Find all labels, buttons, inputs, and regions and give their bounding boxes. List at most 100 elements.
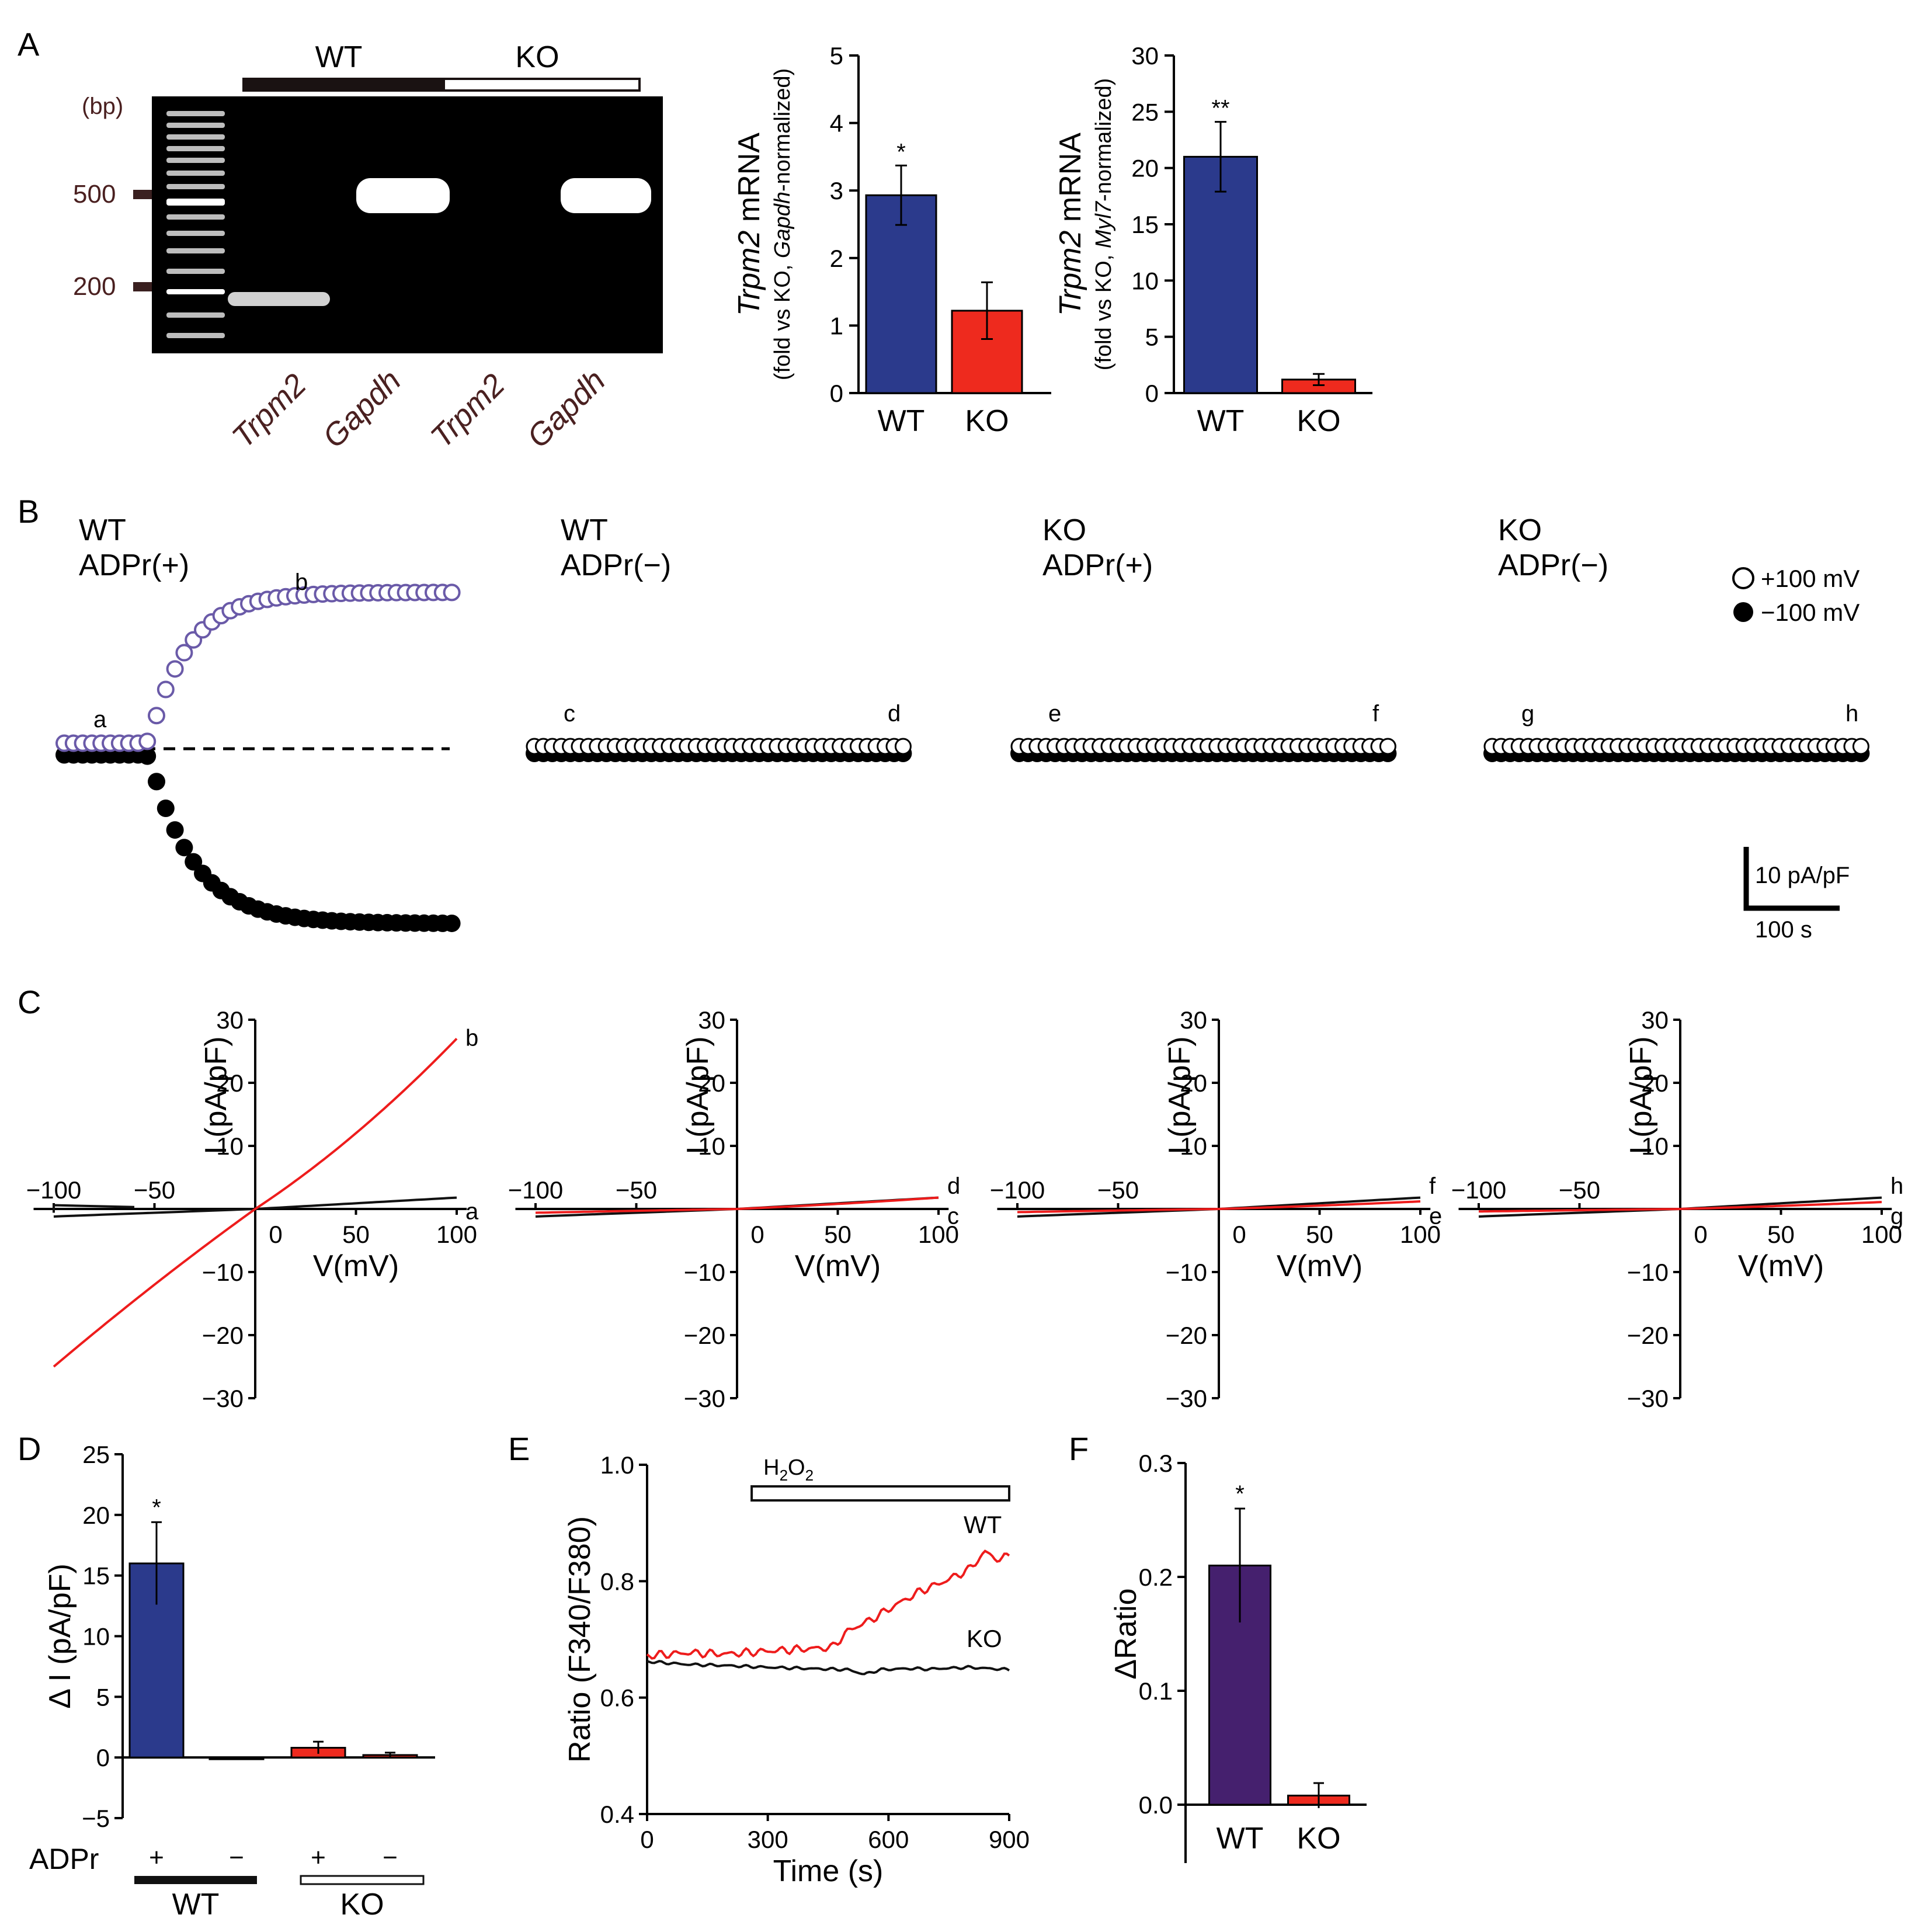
- category-label: WT: [1217, 1822, 1264, 1855]
- significance-mark: *: [152, 1495, 161, 1520]
- y-axis-label: I (pA/pF): [1163, 1036, 1197, 1154]
- x-axis-label: Time (s): [773, 1854, 884, 1888]
- x-tick-label: 900: [989, 1826, 1030, 1853]
- y-tick-label: 20: [1180, 1069, 1207, 1097]
- y-tick-label: 20: [216, 1069, 244, 1097]
- y-tick-label: −20: [1166, 1322, 1207, 1349]
- filled-marker: [166, 821, 184, 839]
- x-tick-label: 600: [868, 1826, 909, 1853]
- legend-open-marker: [1732, 567, 1754, 589]
- adpr-row-label: ADPr: [29, 1843, 99, 1875]
- trace-start-label: c: [564, 701, 575, 727]
- y-label-gene: Trpm2: [1054, 231, 1087, 316]
- h2o2-bar: [750, 1485, 1010, 1502]
- open-marker: [148, 707, 165, 725]
- gel-marker-200: 200: [73, 272, 116, 301]
- y-tick-label: 10: [216, 1132, 244, 1160]
- y-tick-label: 30: [698, 1006, 725, 1034]
- y-tick-label: −20: [684, 1322, 725, 1349]
- x-tick-label: 0: [640, 1826, 654, 1853]
- y-tick-label: 0.1: [1139, 1677, 1173, 1705]
- y-label-main: mRNA: [1054, 133, 1087, 231]
- scale-bar-y-label: 10 pA/pF: [1755, 863, 1850, 888]
- group-label-ko: KO: [340, 1888, 384, 1921]
- x-tick-label: −100: [26, 1176, 82, 1204]
- panel-label-b: B: [18, 493, 39, 530]
- y-tick-label: −30: [202, 1385, 244, 1412]
- trace-start-label: g: [1521, 701, 1534, 727]
- gel-lane-label: Trpm2: [225, 367, 313, 455]
- scale-bar-x-label: 100 s: [1755, 917, 1812, 943]
- iv-trace-activated: [1017, 1200, 1421, 1214]
- b-cond4-line2: ADPr(−): [1498, 548, 1608, 582]
- ladder-band: [166, 312, 225, 318]
- y-tick-label: 1: [830, 312, 843, 339]
- ladder-band: [166, 214, 225, 220]
- trace-label-a: a: [93, 707, 107, 732]
- y-sublabel-post: -normalized): [770, 68, 795, 192]
- y-tick-label: 0.0: [1139, 1791, 1173, 1819]
- x-tick-label: 50: [824, 1221, 851, 1248]
- y-tick-label: 25: [82, 1441, 110, 1468]
- iv-label-red: b: [465, 1025, 478, 1051]
- x-tick-label: 100: [918, 1221, 959, 1248]
- ladder-band: [166, 134, 225, 140]
- filled-marker: [175, 839, 193, 857]
- x-axis-label: V(mV): [1277, 1249, 1363, 1283]
- ladder-band: [166, 184, 225, 189]
- y-tick-label: 5: [96, 1683, 110, 1711]
- significance-mark: *: [896, 139, 906, 165]
- open-marker: [443, 583, 461, 602]
- x-tick-label: 100: [1400, 1221, 1441, 1248]
- significance-mark: **: [1211, 96, 1229, 121]
- y-tick-label: 20: [1131, 155, 1159, 182]
- panel-label-d: D: [18, 1430, 41, 1467]
- gel-band-gapdh-ko: [561, 178, 651, 213]
- x-tick-label: −100: [1451, 1176, 1507, 1204]
- ko-group-bar: [300, 1875, 425, 1885]
- y-tick-label: −30: [1627, 1385, 1669, 1412]
- ladder-band: [166, 171, 225, 176]
- y-tick-label: −20: [202, 1322, 244, 1349]
- category-label: WT: [1197, 404, 1245, 438]
- filled-marker: [148, 773, 165, 791]
- filled-marker: [138, 747, 157, 765]
- y-tick-label: 0: [96, 1744, 110, 1771]
- adpr-sign: −: [383, 1843, 398, 1872]
- y-tick-label: 20: [698, 1069, 725, 1097]
- iv-label-red: d: [947, 1173, 960, 1199]
- trace-wt: [646, 1549, 1010, 1660]
- x-tick-label: −50: [134, 1176, 175, 1204]
- x-axis-label: V(mV): [313, 1249, 399, 1283]
- bar: [1183, 155, 1258, 394]
- y-tick-label: 30: [1131, 42, 1159, 70]
- ladder-band: [166, 158, 225, 163]
- trace-end-label: d: [888, 701, 901, 727]
- y-tick-label: −30: [1166, 1385, 1207, 1412]
- iv-label-red: f: [1429, 1173, 1436, 1199]
- y-tick-label: 2: [830, 245, 843, 272]
- scale-bar: [1743, 847, 1840, 911]
- y-tick-label: 0.3: [1139, 1450, 1173, 1477]
- open-marker: [157, 680, 175, 699]
- iv-label-black: g: [1890, 1203, 1903, 1229]
- x-tick-label: −50: [616, 1176, 657, 1204]
- open-marker: [1379, 738, 1396, 755]
- x-tick-label: 50: [342, 1221, 370, 1248]
- filled-marker: [157, 799, 175, 817]
- series-label-wt: WT: [964, 1511, 1002, 1538]
- gel-lane-label: Gapdh: [316, 363, 408, 454]
- y-tick-label: 5: [1145, 324, 1159, 351]
- y-tick-label: 30: [1180, 1006, 1207, 1034]
- y-axis-sublabel: (fold vs KO, Gapdh-normalized): [770, 68, 795, 380]
- trace-end-label: f: [1372, 701, 1379, 727]
- x-tick-label: −100: [508, 1176, 564, 1204]
- x-tick-label: 0: [1694, 1221, 1707, 1248]
- b-cond3-line1: KO: [1042, 513, 1086, 547]
